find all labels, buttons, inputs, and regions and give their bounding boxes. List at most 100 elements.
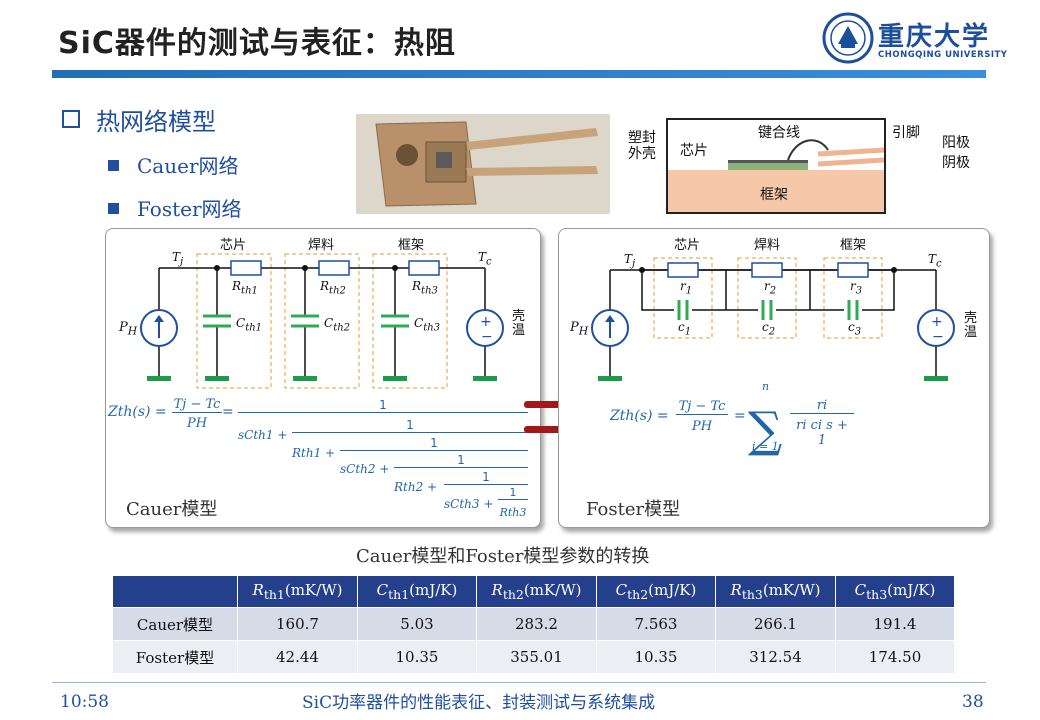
checkbox-bullet-icon xyxy=(62,110,80,128)
title-underline xyxy=(52,70,986,78)
foster-frac-den: PH xyxy=(691,419,713,434)
table-header: Rth3(mK/W) xyxy=(715,575,836,608)
table-cell: 42.44 xyxy=(237,640,358,674)
cauer-c3: Cth3 xyxy=(414,316,441,334)
cauer-l5: sCth3 + xyxy=(444,497,494,511)
cauer-source-label: PH xyxy=(119,320,138,338)
cauer-caption: Cauer模型 xyxy=(126,499,218,520)
bullet-label: Foster网络 xyxy=(137,197,242,221)
page-number: 38 xyxy=(962,692,984,712)
foster-sum-bottom: i = 1 xyxy=(752,440,779,453)
table-header: Cth3(mJ/K) xyxy=(835,575,955,608)
resistor-symbol xyxy=(230,260,262,276)
table-header-row: Rth1(mK/W) Cth1(mJ/K) Rth2(mK/W) Cth2(mJ… xyxy=(112,575,955,608)
voltage-source-icon xyxy=(917,309,955,347)
cauer-eq: = xyxy=(222,404,234,420)
resistor-symbol xyxy=(408,260,440,276)
foster-node-tj: Tj xyxy=(624,252,636,270)
svg-text:−: − xyxy=(481,329,493,345)
foster-r1: r1 xyxy=(680,279,693,297)
university-seal-icon xyxy=(822,12,874,64)
table-header: Rth2(mK/W) xyxy=(476,575,597,608)
cauer-one-3: 1 xyxy=(340,436,528,451)
label-mold: 塑封外壳 xyxy=(628,130,656,162)
table-corner xyxy=(112,575,238,608)
foster-c1: c1 xyxy=(678,320,692,338)
table-caption: Cauer模型和Foster模型参数的转换 xyxy=(356,546,650,567)
group-box xyxy=(196,253,272,389)
foster-frac-num: Tj − Tc xyxy=(676,399,728,415)
equals-bar-top xyxy=(524,401,580,408)
resistor-symbol xyxy=(837,262,869,278)
logo-english: CHONGQING UNIVERSITY xyxy=(878,50,1008,60)
section-label: 热网络模型 xyxy=(96,108,216,136)
foster-panel xyxy=(558,228,990,528)
svg-text:−: − xyxy=(932,329,944,345)
cauer-one-5: 1 xyxy=(444,470,528,485)
bullet-label: Cauer网络 xyxy=(137,154,239,178)
table-header: Cth1(mJ/K) xyxy=(357,575,477,608)
foster-circuit: + − ∑ xyxy=(591,257,955,458)
foster-case-label: 壳温 xyxy=(964,311,978,340)
group-box xyxy=(284,253,360,389)
summation-icon: ∑ xyxy=(748,402,782,458)
foster-r2: r2 xyxy=(764,279,777,297)
table-cell: 283.2 xyxy=(476,607,597,641)
table-cell: 10.35 xyxy=(357,640,477,674)
cauer-group-frame: 框架 xyxy=(398,238,425,253)
cauer-frac-den: PH xyxy=(186,416,208,431)
foster-term-den: ri ci s + 1 xyxy=(796,418,848,448)
table-cell: 266.1 xyxy=(715,607,836,641)
resistor-symbol xyxy=(667,262,699,278)
cauer-group-solder: 焊料 xyxy=(308,238,335,253)
package-cross-section xyxy=(666,118,886,214)
group-box xyxy=(737,257,797,339)
foster-c2: c2 xyxy=(762,320,776,338)
cauer-formula-lhs: Zth(s) = xyxy=(108,404,167,420)
foster-source-label: PH xyxy=(570,320,589,338)
cauer-frac-num: Tj − Tc xyxy=(172,397,222,413)
label-frame: 框架 xyxy=(760,187,788,203)
foster-r3: r3 xyxy=(850,279,863,297)
table-cell: 174.50 xyxy=(835,640,955,674)
cauer-one-4: 1 xyxy=(394,453,528,468)
cauer-panel xyxy=(105,228,541,528)
square-bullet-icon xyxy=(108,160,119,171)
cauer-c1: Cth1 xyxy=(236,316,263,334)
row-label: Cauer模型 xyxy=(112,607,238,641)
label-pin: 引脚 xyxy=(892,125,920,141)
table-header: Cth2(mJ/K) xyxy=(596,575,716,608)
ground-symbols xyxy=(147,376,497,381)
group-box xyxy=(653,257,713,339)
resistor-symbol xyxy=(318,260,350,276)
foster-group-frame: 框架 xyxy=(840,238,867,253)
section-heading: 热网络模型 xyxy=(62,102,216,137)
equals-bar-bottom xyxy=(524,426,580,433)
table-cell: 191.4 xyxy=(835,607,955,641)
foster-eq: = xyxy=(734,408,746,424)
table-row: Foster模型 42.44 10.35 355.01 10.35 312.54… xyxy=(112,640,955,674)
foster-term-num: ri xyxy=(790,398,854,414)
foster-caption: Foster模型 xyxy=(586,499,681,520)
foster-node-tc: Tc xyxy=(928,252,942,270)
footer-time: 10:58 xyxy=(60,692,109,712)
group-box xyxy=(372,253,448,389)
capacitor-symbols xyxy=(203,314,409,328)
cauer-case-label: 壳温 xyxy=(512,309,526,338)
ground-symbols xyxy=(598,376,948,381)
cauer-group-chip: 芯片 xyxy=(220,238,247,253)
cauer-r1: Rth1 xyxy=(232,279,258,297)
svg-text:+: + xyxy=(931,314,943,330)
table-row: Cauer模型 160.7 5.03 283.2 7.563 266.1 191… xyxy=(112,607,955,641)
table-cell: 312.54 xyxy=(715,640,836,674)
parameter-table: Rth1(mK/W) Cth1(mJ/K) Rth2(mK/W) Cth2(mJ… xyxy=(112,575,955,674)
cauer-node-tc: Tc xyxy=(478,250,492,268)
voltage-source-icon xyxy=(466,309,504,347)
cauer-r2: Rth2 xyxy=(320,279,346,297)
table-cell: 10.35 xyxy=(596,640,716,674)
slide-title: SiC器件的测试与表征：热阻 xyxy=(58,26,456,61)
bullet-foster: Foster网络 xyxy=(108,193,242,222)
svg-text:+: + xyxy=(480,314,492,330)
foster-c3: c3 xyxy=(848,320,862,338)
label-anode: 阳极 xyxy=(942,135,970,151)
